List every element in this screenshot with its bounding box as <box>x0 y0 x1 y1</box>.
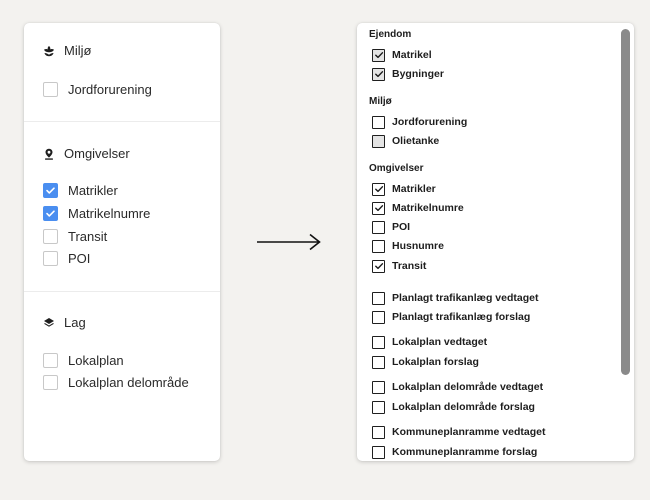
flower-icon <box>43 45 55 57</box>
section-title: Miljø <box>64 43 92 58</box>
checkbox-checked[interactable] <box>43 205 58 221</box>
divider <box>24 121 220 122</box>
checkbox-label: Lokalplan delområde <box>68 374 189 390</box>
checkbox[interactable] <box>43 352 58 368</box>
checkbox-row[interactable]: Husnumre <box>372 239 444 253</box>
checkbox-label: Matrikler <box>392 183 436 195</box>
checkbox-label: Kommuneplanramme vedtaget <box>392 426 546 438</box>
checkbox-row[interactable]: Jordforurening <box>372 115 467 129</box>
checkbox-label: Transit <box>392 260 427 272</box>
checkbox-row[interactable]: Transit <box>372 259 426 273</box>
checkbox-label: Planlagt trafikanlæg forslag <box>392 311 531 323</box>
checkbox-row-lokalplan-delomraade[interactable]: Lokalplan delområde <box>43 374 189 390</box>
checkbox-label: Olietanke <box>392 135 440 147</box>
section-header-omgivelser: Omgivelser <box>43 146 130 161</box>
section-header-miljo: Miljø <box>43 43 91 58</box>
scrollbar[interactable] <box>621 29 630 375</box>
checkbox[interactable] <box>372 239 385 253</box>
checkbox[interactable] <box>372 355 385 369</box>
group-header: Omgivelser <box>369 163 424 174</box>
checkbox-label: POI <box>68 250 91 266</box>
checkbox-label: Lokalplan delområde forslag <box>392 401 535 413</box>
checkbox-row[interactable]: Lokalplan forslag <box>372 355 479 369</box>
right-arrow-icon <box>257 233 321 251</box>
checkbox-row-matrikelnumre[interactable]: Matrikelnumre <box>43 205 150 221</box>
checkbox-row[interactable]: Planlagt trafikanlæg forslag <box>372 310 530 324</box>
checkbox-row-lokalplan[interactable]: Lokalplan <box>43 352 124 368</box>
group-header: Ejendom <box>369 29 412 40</box>
checkbox-row[interactable]: Matrikel <box>372 48 432 62</box>
checkbox-label: Lokalplan vedtaget <box>392 336 488 348</box>
layer-panel-old: Miljø Jordforurening Omgivelser Matrikle… <box>24 23 220 461</box>
checkbox-label: Planlagt trafikanlæg vedtaget <box>392 292 539 304</box>
checkbox-label: Matrikelnumre <box>392 202 464 214</box>
checkmark-icon <box>374 205 383 212</box>
checkbox-checked[interactable] <box>372 67 385 81</box>
checkbox-label: Lokalplan forslag <box>392 356 479 368</box>
checkbox-row-transit[interactable]: Transit <box>43 228 107 244</box>
checkmark-icon <box>374 186 383 193</box>
checkbox[interactable] <box>372 220 385 234</box>
checkmark-icon <box>374 263 383 270</box>
checkbox-label: Transit <box>68 228 108 244</box>
checkbox-label: Bygninger <box>392 68 444 80</box>
checkbox-label: Kommuneplanramme forslag <box>392 446 538 458</box>
checkbox-row-matrikler[interactable]: Matrikler <box>43 182 118 198</box>
checkmark-icon <box>46 209 55 217</box>
group-header: Miljø <box>369 96 392 107</box>
checkbox-row[interactable]: Planlagt trafikanlæg vedtaget <box>372 291 538 305</box>
checkbox-label: Jordforurening <box>392 116 468 128</box>
checkbox-row[interactable]: Kommuneplanramme forslag <box>372 445 537 459</box>
section-title: Lag <box>64 315 86 330</box>
checkbox-row[interactable]: Lokalplan delområde vedtaget <box>372 380 543 394</box>
location-pin-icon <box>43 148 55 160</box>
checkbox-row-poi[interactable]: POI <box>43 250 90 266</box>
checkbox-checked[interactable] <box>372 201 385 215</box>
section-header-lag: Lag <box>43 315 86 330</box>
checkbox-label: Lokalplan <box>68 352 124 368</box>
checkmark-icon <box>374 52 383 59</box>
checkbox[interactable] <box>372 445 385 459</box>
checkmark-icon <box>374 71 383 78</box>
checkbox[interactable] <box>43 81 58 97</box>
checkbox-label: Matrikel <box>392 49 432 61</box>
checkbox-label: Matrikelnumre <box>68 205 151 221</box>
checkbox-checked[interactable] <box>372 182 385 196</box>
checkbox[interactable] <box>43 250 58 266</box>
checkbox-checked[interactable] <box>372 48 385 62</box>
checkbox-row-jordforurening[interactable]: Jordforurening <box>43 81 152 97</box>
checkbox-row[interactable]: Matrikelnumre <box>372 201 464 215</box>
checkmark-icon <box>46 186 55 194</box>
divider <box>24 291 220 292</box>
checkbox-row[interactable]: Lokalplan delområde forslag <box>372 400 535 414</box>
section-title: Omgivelser <box>64 146 130 161</box>
checkbox[interactable] <box>372 291 385 305</box>
checkbox-label: Husnumre <box>392 240 444 252</box>
checkbox[interactable] <box>372 400 385 414</box>
checkbox-label: Jordforurening <box>68 81 152 97</box>
checkbox-row[interactable]: Olietanke <box>372 134 439 148</box>
checkbox[interactable] <box>372 335 385 349</box>
checkbox-label: POI <box>392 221 411 233</box>
checkbox[interactable] <box>43 374 58 390</box>
checkbox[interactable] <box>43 228 58 244</box>
checkbox[interactable] <box>372 380 385 394</box>
checkbox-row[interactable]: Bygninger <box>372 67 444 81</box>
checkbox[interactable] <box>372 115 385 129</box>
checkbox-label: Lokalplan delområde vedtaget <box>392 381 544 393</box>
checkbox-row[interactable]: Lokalplan vedtaget <box>372 335 487 349</box>
checkbox[interactable] <box>372 134 385 148</box>
checkbox-checked[interactable] <box>43 182 58 198</box>
checkbox-row[interactable]: POI <box>372 220 410 234</box>
checkbox[interactable] <box>372 425 385 439</box>
checkbox-row[interactable]: Matrikler <box>372 182 436 196</box>
checkbox[interactable] <box>372 310 385 324</box>
checkbox-label: Matrikler <box>68 182 118 198</box>
layers-icon <box>43 317 55 329</box>
checkbox-row[interactable]: Kommuneplanramme vedtaget <box>372 425 545 439</box>
checkbox-checked[interactable] <box>372 259 385 273</box>
